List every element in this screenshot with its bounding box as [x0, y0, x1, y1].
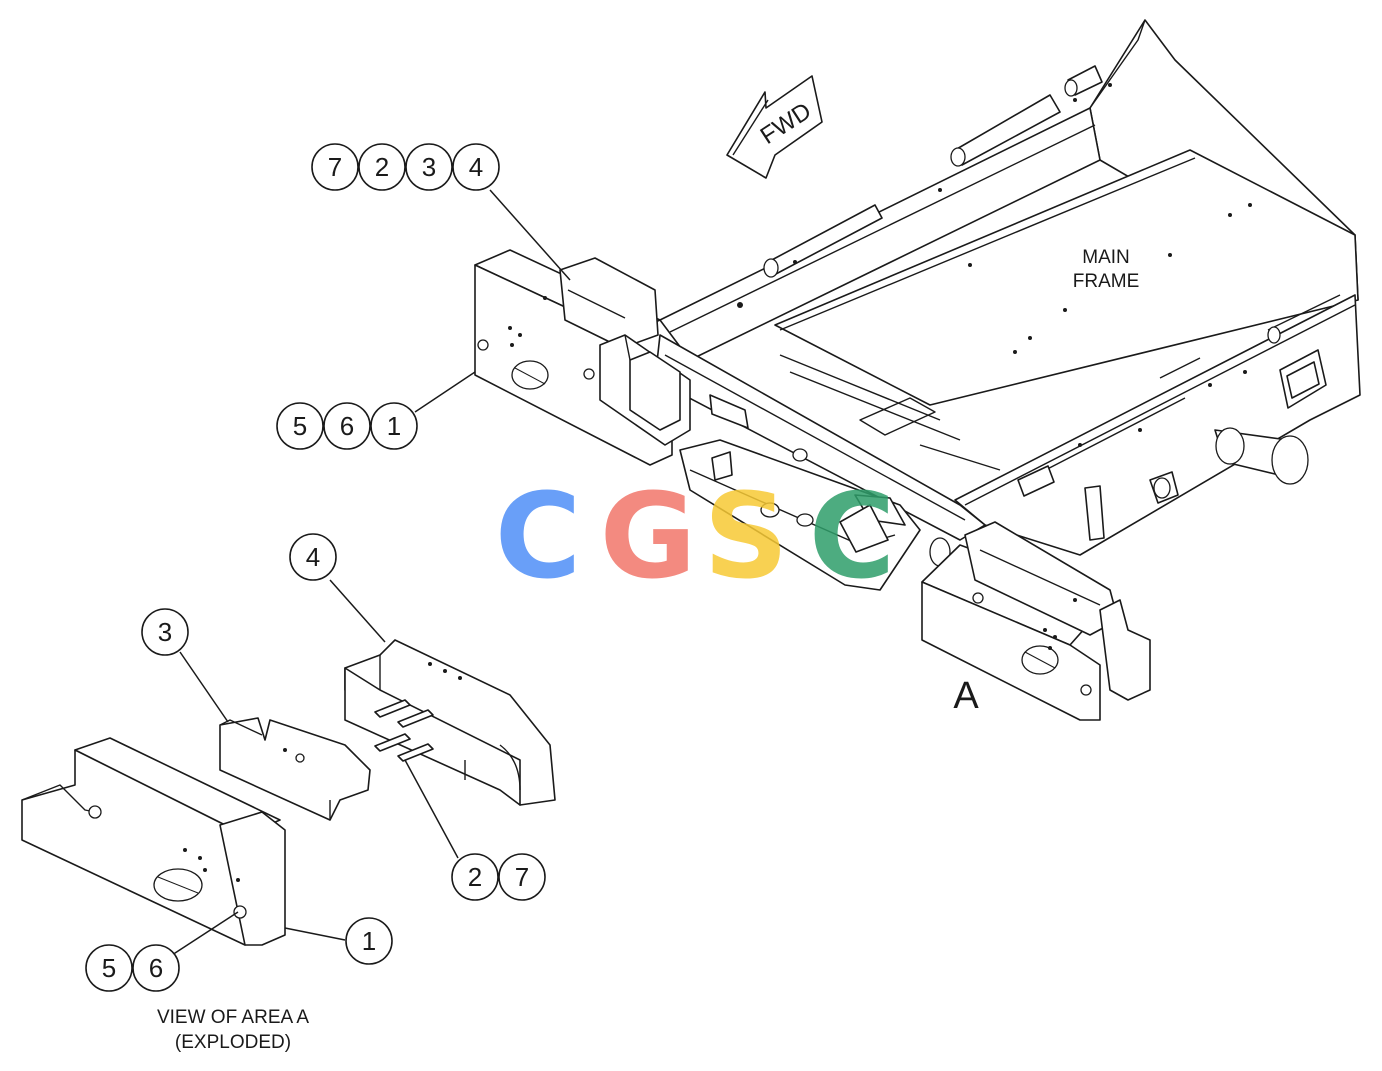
- exploded-pins: [374, 699, 434, 762]
- view-label-line2: (EXPLODED): [175, 1032, 291, 1053]
- balloon-6-exploded: 6: [149, 953, 163, 983]
- balloon-5-exploded: 5: [102, 953, 116, 983]
- balloon-2-exploded: 2: [468, 862, 482, 892]
- balloon-7-exploded: 7: [515, 862, 529, 892]
- main-frame-label-line1: MAIN: [1082, 247, 1130, 268]
- balloon-7: 7: [328, 152, 342, 182]
- watermark-letter-c2: C: [809, 467, 896, 605]
- fwd-arrow: FWD: [726, 75, 823, 179]
- area-a-label: A: [953, 675, 979, 717]
- balloon-4-exploded: 4: [306, 542, 320, 572]
- left-assembled-block: [474, 249, 691, 466]
- balloon-1: 1: [387, 411, 401, 441]
- balloon-group-27: 2 7: [451, 853, 546, 901]
- watermark-logo: C G S C: [495, 467, 896, 605]
- balloon-5: 5: [293, 411, 307, 441]
- balloon-exploded-1: 1: [345, 917, 393, 965]
- balloon-6: 6: [340, 411, 354, 441]
- watermark-letter-g: G: [600, 467, 697, 605]
- exploded-part-1: [21, 737, 286, 946]
- balloon-3: 3: [422, 152, 436, 182]
- balloon-group-561: 5 6 1: [276, 402, 418, 450]
- balloon-exploded-3: 3: [141, 608, 189, 656]
- main-frame-label-line2: FRAME: [1073, 271, 1140, 292]
- watermark-letter-c1: C: [495, 467, 582, 605]
- right-assembled-block: [921, 521, 1151, 721]
- main-frame: [654, 19, 1361, 556]
- balloon-group-7234: 7 2 3 4: [311, 143, 500, 191]
- balloon-1-exploded: 1: [362, 926, 376, 956]
- view-label-line1: VIEW OF AREA A: [157, 1007, 309, 1028]
- exploded-part-4: [344, 639, 556, 806]
- cross-member-bracket: [679, 394, 951, 591]
- leader-lines: [171, 189, 571, 956]
- balloon-4: 4: [469, 152, 483, 182]
- balloon-2: 2: [375, 152, 389, 182]
- balloon-exploded-4: 4: [289, 533, 337, 581]
- balloon-group-56: 5 6: [85, 944, 180, 992]
- balloon-3-exploded: 3: [158, 617, 172, 647]
- exploded-part-3: [219, 717, 371, 821]
- watermark-letter-s: S: [704, 467, 789, 605]
